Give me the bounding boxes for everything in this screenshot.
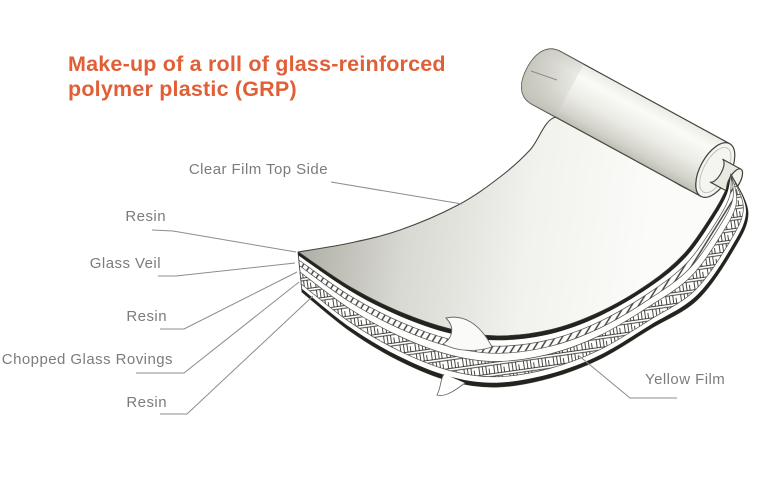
sheet-corner-curl: [442, 316, 493, 351]
leader-clear-film: [330, 181, 463, 205]
leader-resin-top: [151, 229, 297, 253]
leader-clear-film-roll-tick: [530, 70, 558, 81]
title-line-1: Make-up of a roll of glass-reinforced: [68, 52, 446, 76]
sheet-bottom-flap: [436, 373, 466, 396]
leader-glass-veil: [158, 262, 296, 277]
leader-yellow-film: [577, 354, 677, 399]
roll-left-dome-shading: [521, 49, 584, 117]
diagram-title: Make-up of a roll of glass-reinforced po…: [68, 52, 488, 102]
label-resin-middle: Resin: [126, 308, 167, 325]
leader-resin-middle: [160, 271, 298, 330]
chopped-glass-rovings-layer: [299, 173, 744, 378]
leader-chopped-rovings: [136, 281, 300, 374]
label-glass-veil: Glass Veil: [89, 255, 161, 272]
leader-resin-bottom: [160, 295, 314, 415]
label-resin-top: Resin: [125, 208, 166, 225]
label-yellow-film: Yellow Film: [645, 371, 726, 388]
title-line-2: polymer plastic (GRP): [68, 77, 297, 101]
label-resin-bottom: Resin: [126, 394, 167, 411]
label-clear-film-top-side: Clear Film Top Side: [188, 161, 328, 178]
yellow-film-edge: [301, 174, 749, 388]
leader-lines: [136, 70, 677, 415]
label-chopped-glass-rovings: Chopped Glass Rovings: [1, 351, 173, 368]
